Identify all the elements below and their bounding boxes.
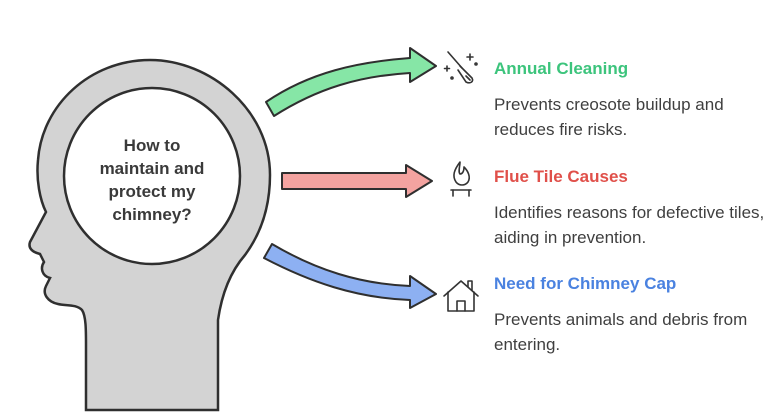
center-line: How to — [123, 136, 181, 155]
center-circle — [62, 86, 242, 266]
annual-cleaning-title: Annual Cleaning — [494, 59, 629, 78]
chimney-cap-title: Need for Chimney Cap — [494, 274, 677, 293]
flue-tile-causes-description: Identifies reasons for defective tiles, … — [494, 203, 765, 247]
flame-icon — [450, 161, 472, 197]
arrow-flue-tile-causes — [281, 164, 433, 198]
center-line: maintain and — [99, 159, 205, 178]
flue-tile-causes-title: Flue Tile Causes — [494, 167, 628, 186]
center-question: How to maintain and protect my chimney? — [86, 134, 218, 226]
broom-sparkle-icon — [443, 51, 478, 84]
house-icon — [443, 280, 479, 312]
chimney-cap-description: Prevents animals and debris from enterin… — [494, 310, 748, 354]
center-line: chimney? — [112, 205, 192, 224]
center-line: protect my — [108, 182, 196, 201]
annual-cleaning-description: Prevents creosote buildup and reduces fi… — [494, 95, 724, 139]
arrow-chimney-cap — [263, 243, 437, 309]
arrow-annual-cleaning — [265, 47, 437, 117]
